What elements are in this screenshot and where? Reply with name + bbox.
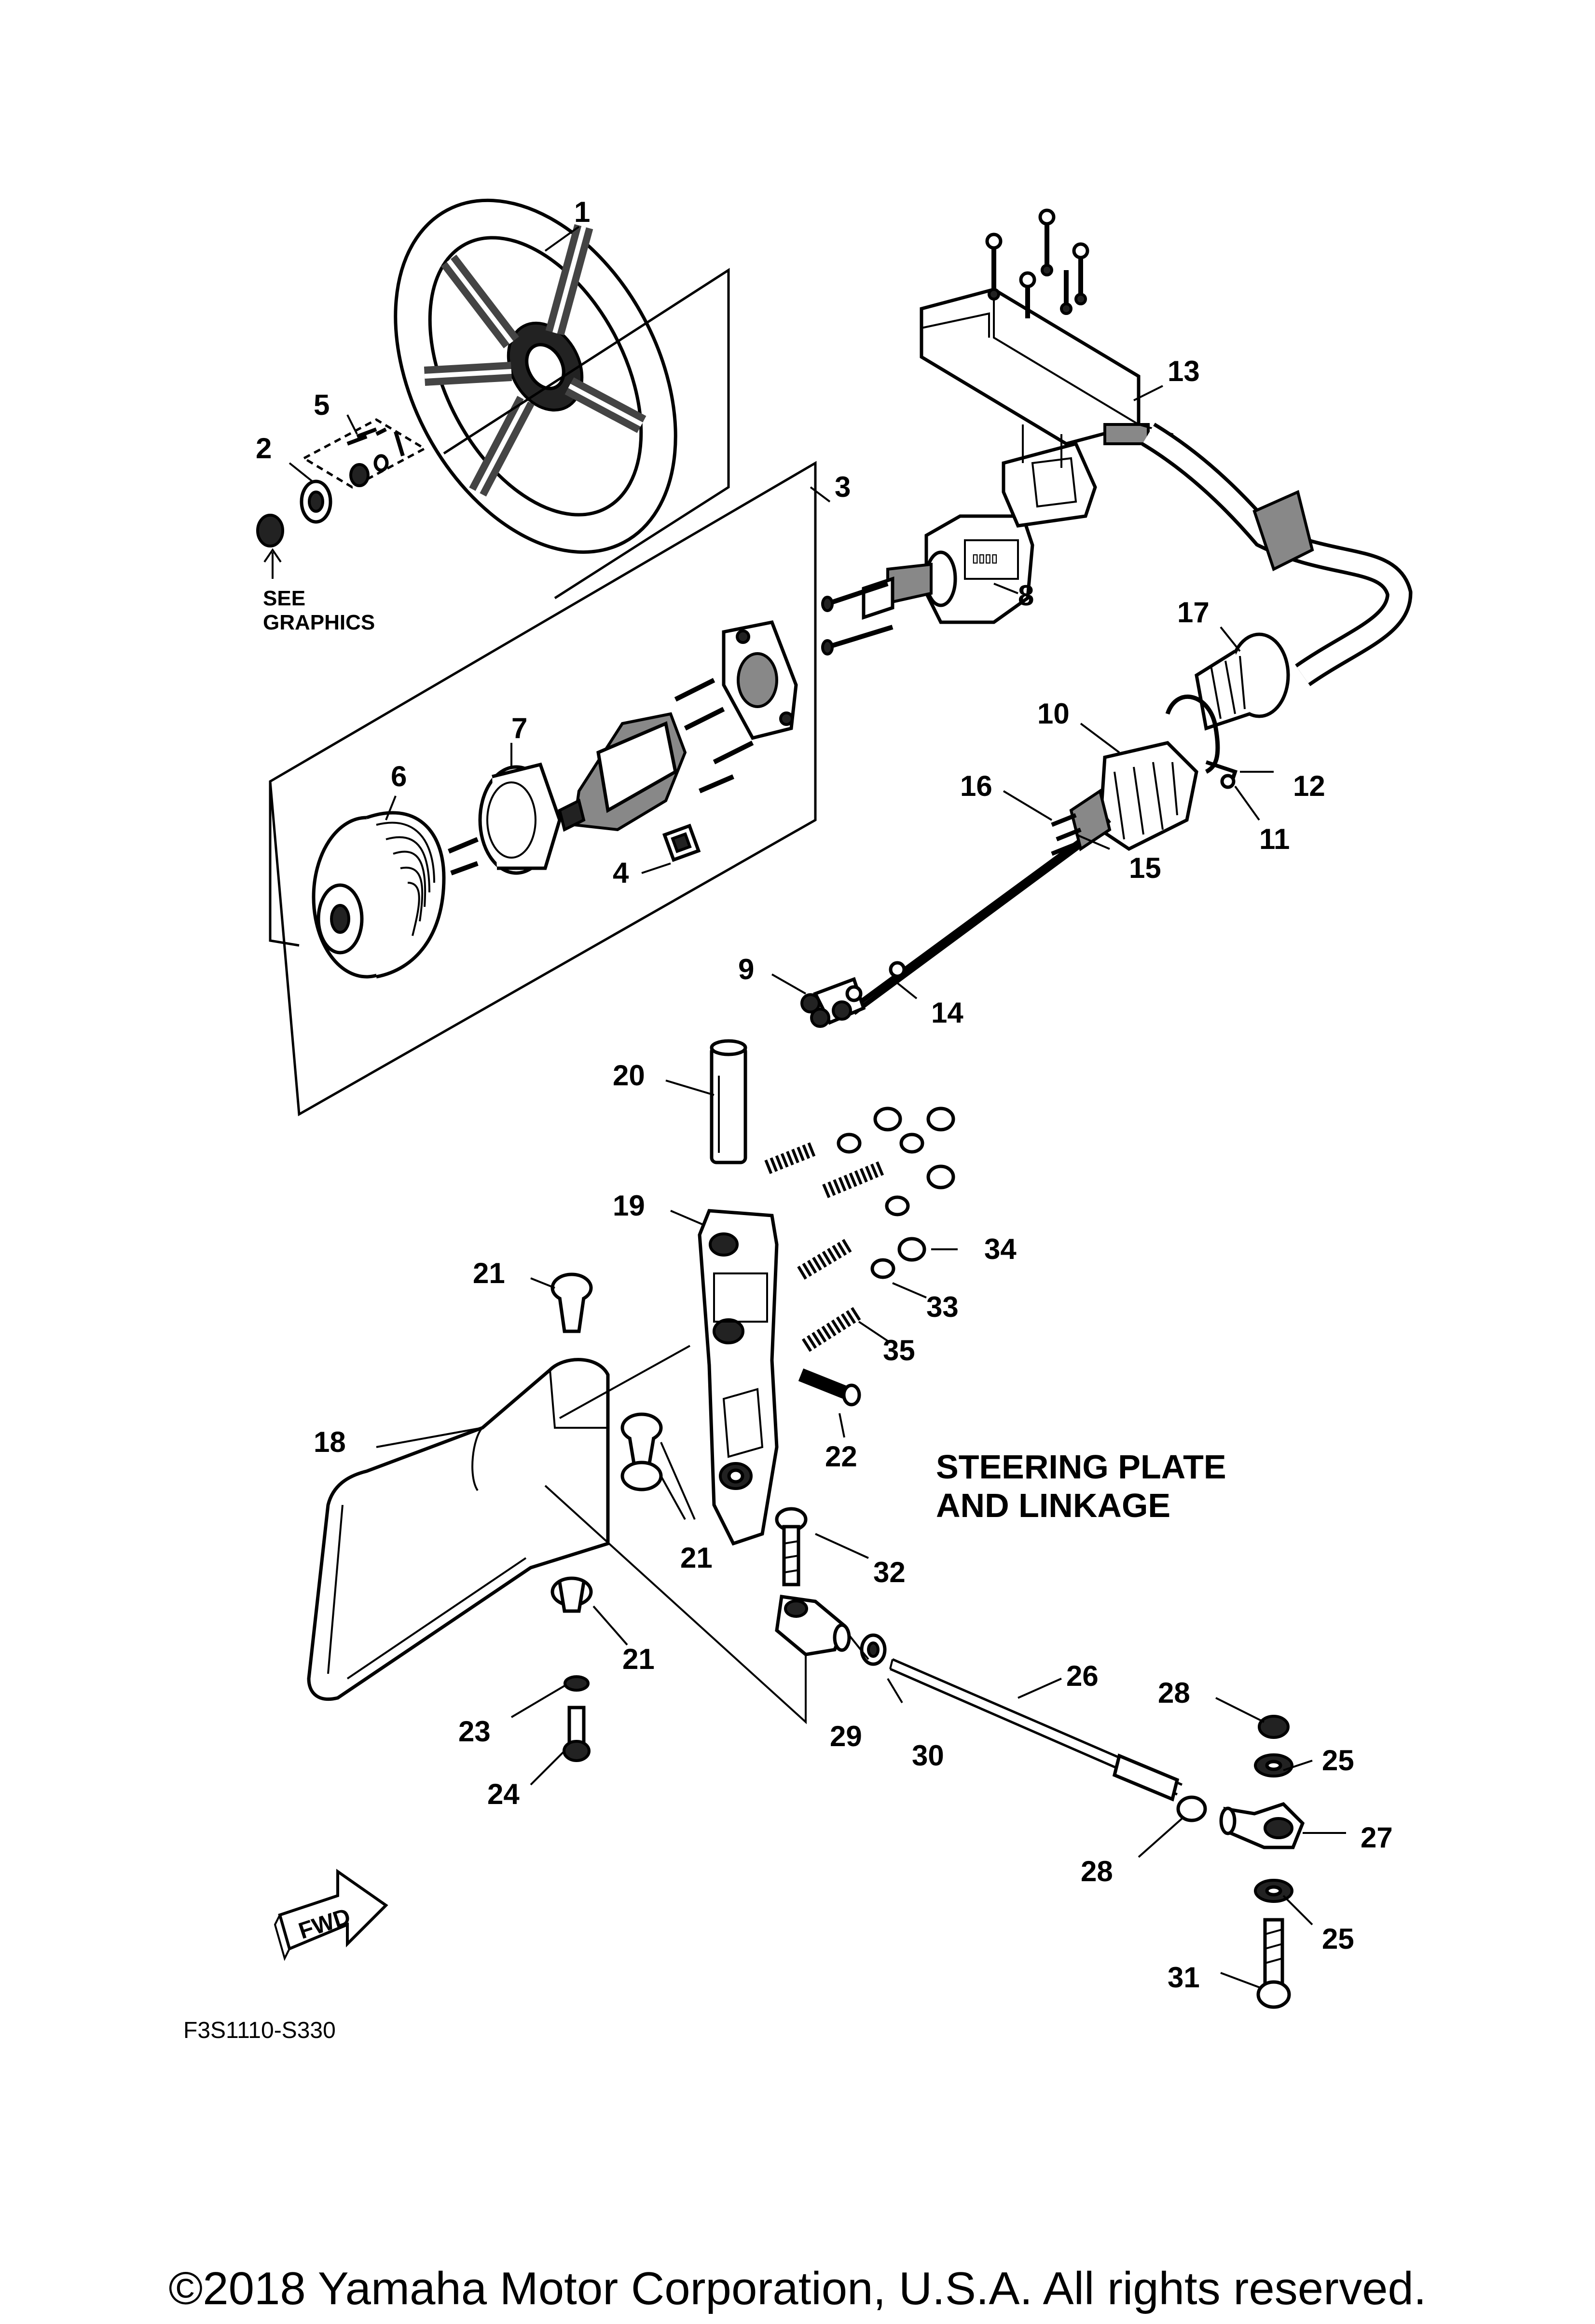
callout-4: 4 [613,857,629,889]
helm-bracket [722,620,798,740]
steering-cables [852,818,1111,1015]
pin [798,1368,852,1400]
section-title-line1: STEERING PLATE [936,1448,1226,1486]
see-graphics-line1: SEE [263,587,305,610]
callout-23: 23 [458,1715,491,1748]
callout-28a: 28 [1158,1677,1190,1709]
svg-text:▯▯▯▯: ▯▯▯▯ [972,552,998,565]
callout-24: 24 [487,1778,520,1810]
callout-7: 7 [511,712,527,744]
rod-nut [1176,1795,1207,1822]
badge [256,514,284,547]
top-nut [1258,1715,1290,1739]
shaft [710,1039,747,1164]
cable-clamp [1165,694,1238,789]
helm-assembly-frame [269,461,817,1117]
callout-19: 19 [613,1189,645,1222]
helm-assembly-side [269,781,300,947]
steering-wheel [394,198,677,554]
harness-wrap [1252,490,1314,572]
callout-12: 12 [1293,770,1325,802]
rod-end-right [1219,1802,1305,1849]
callout-1: 1 [574,196,590,228]
helm-bezel [478,762,562,875]
mount-bracket [920,287,1173,528]
callout-22: 22 [825,1440,857,1473]
helm-body [558,712,687,832]
callout-10: 10 [1037,697,1070,730]
see-graphics-line2: GRAPHICS [263,611,375,634]
callout-2: 2 [256,432,272,465]
figure-code: F3S1110-S330 [183,2018,336,2043]
callout-32: 32 [873,1556,906,1588]
bezel-screws [448,837,479,875]
callout-5: 5 [314,389,330,421]
callout-8: 8 [1018,579,1034,612]
callout-21b: 21 [680,1542,713,1574]
rod-end [775,1595,851,1656]
callout-27: 27 [1361,1821,1393,1854]
washer [564,1675,590,1692]
bracket-bolts [985,208,1089,318]
rod-bolt [1256,1918,1291,2009]
cable-ends [800,961,906,1028]
tie-rod [889,1658,1182,1802]
hardware-group [301,418,427,489]
helm-sensor [662,823,701,862]
callout-17: 17 [1177,596,1210,629]
callout-16: 16 [960,770,992,802]
callout-13: 13 [1168,355,1200,387]
callout-35: 35 [883,1334,915,1367]
callout-25b: 25 [1322,1923,1354,1955]
fwd-arrow-icon: FWD [274,1869,388,1961]
housing-bolts [829,581,894,649]
helm-bolts [674,678,754,793]
callout-3: 3 [835,471,851,503]
see-graphics-arrow [263,548,282,579]
callout-18: 18 [314,1426,346,1458]
callout-21c: 21 [622,1643,655,1675]
helm-housing: ▯▯▯▯ [862,514,1034,624]
callout-20: 20 [613,1059,645,1092]
callout-29: 29 [830,1720,862,1752]
callout-30: 30 [912,1739,944,1772]
plate-bolt [563,1706,591,1762]
callout-15: 15 [1129,852,1161,884]
callout-25a: 25 [1322,1744,1354,1777]
steering-plate [307,1358,610,1701]
washers-nuts [837,1107,955,1279]
callout-6: 6 [391,760,407,793]
callout-14: 14 [931,997,963,1029]
wheel-nut [300,479,332,524]
callout-11: 11 [1259,823,1290,855]
leader-lines [289,226,1346,1988]
section-title-line2: AND LINKAGE [936,1487,1170,1524]
bushings [550,1272,663,1613]
callout-33: 33 [926,1291,959,1323]
steering-arm [698,1209,779,1546]
callout-26: 26 [1066,1660,1099,1692]
callout-21a: 21 [473,1257,505,1289]
callout-28b: 28 [1081,1855,1113,1887]
wheel-frame [443,268,730,600]
callout-9: 9 [738,953,754,985]
copyright-notice: ©2018 Yamaha Motor Corporation, U.S.A. A… [168,2263,1427,2314]
arm-bolt [775,1507,808,1586]
callout-34: 34 [984,1233,1017,1265]
callout-31: 31 [1168,1961,1200,1994]
studs [764,1141,886,1352]
cable-boot [1098,741,1198,851]
helm-cover [312,811,446,979]
